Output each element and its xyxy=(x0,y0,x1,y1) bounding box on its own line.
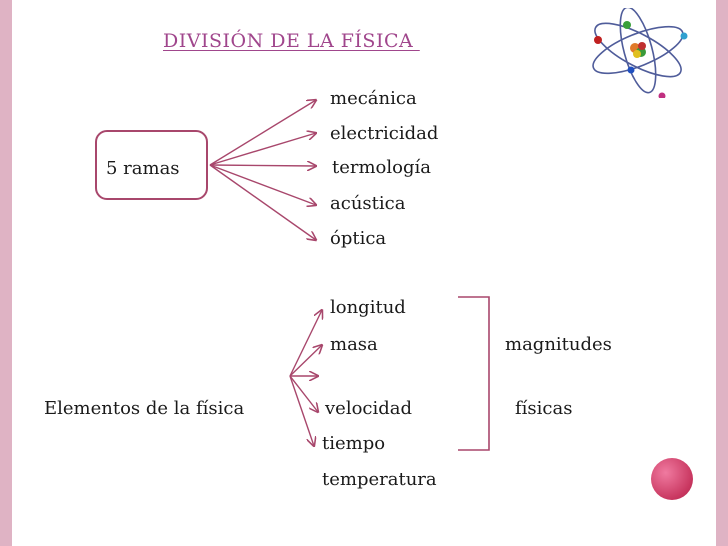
element-item: temperatura xyxy=(322,469,437,490)
branch-arrow xyxy=(209,164,316,240)
element-arrow xyxy=(289,375,314,446)
branch-arrow xyxy=(209,100,316,166)
element-item: longitud xyxy=(330,297,406,318)
branch-item: electricidad xyxy=(330,123,439,144)
element-arrow xyxy=(289,375,318,412)
element-item: velocidad xyxy=(325,398,413,419)
branches-node-box xyxy=(95,130,208,200)
branch-arrow xyxy=(209,165,316,166)
left-decorative-band xyxy=(0,0,12,546)
circle-bullet xyxy=(651,458,693,500)
branches-node-label: 5 ramas xyxy=(106,158,180,179)
elements-node-label: Elementos de la física xyxy=(44,398,245,419)
element-item: tiempo xyxy=(322,433,386,454)
branch-item: termología xyxy=(332,157,431,178)
magnitudes-label: magnitudes xyxy=(505,334,612,355)
branch-arrow xyxy=(209,164,316,205)
atom-icon xyxy=(592,8,688,98)
element-arrow xyxy=(289,345,322,377)
branch-item: óptica xyxy=(330,228,387,249)
magnitudes-bracket xyxy=(458,296,490,451)
element-item: masa xyxy=(330,334,378,355)
right-decorative-band xyxy=(716,0,728,546)
branch-arrow xyxy=(209,133,316,166)
branch-item: acústica xyxy=(330,193,406,214)
element-arrow xyxy=(289,310,322,377)
slide-title: DIVISIÓN DE LA FÍSICA xyxy=(163,30,420,52)
branch-item: mecánica xyxy=(330,88,417,109)
fisicas-label: físicas xyxy=(515,398,573,419)
